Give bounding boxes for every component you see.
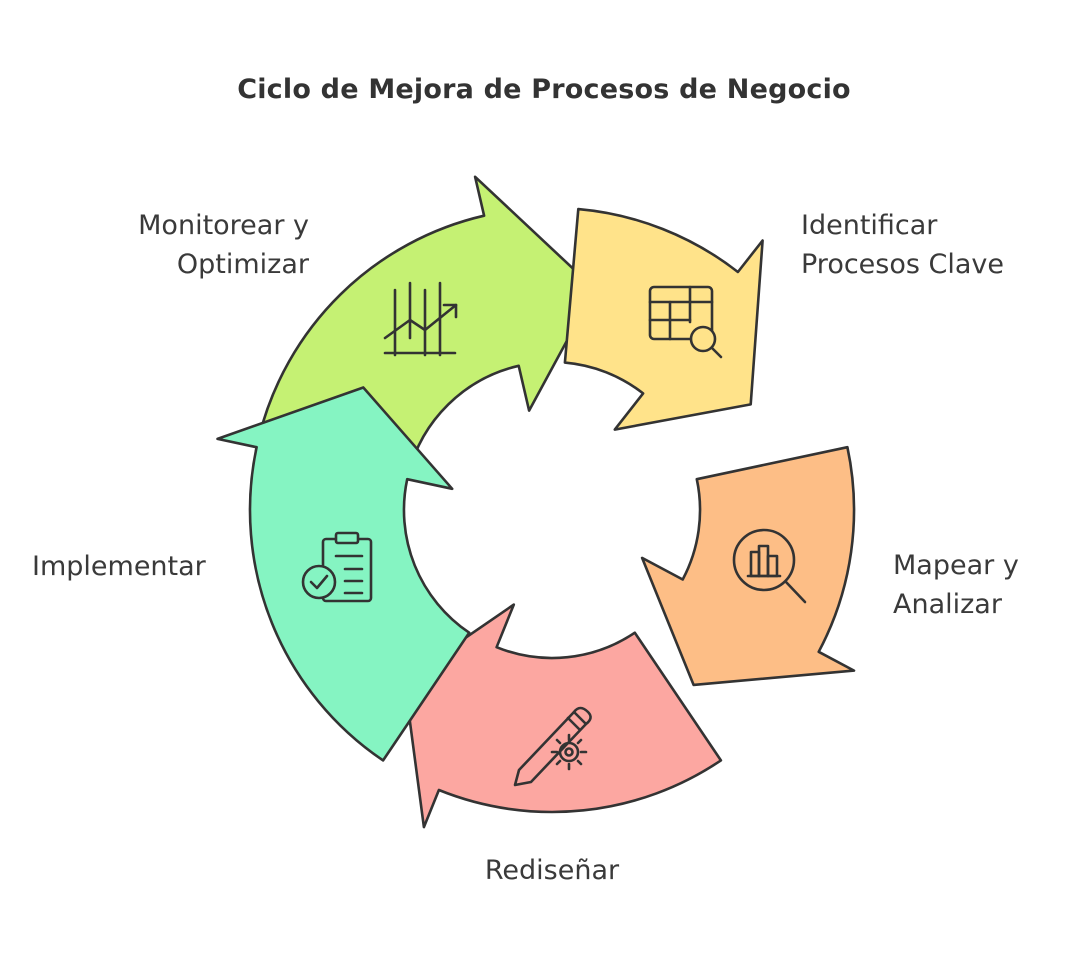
- step-label-redisenar: Rediseñar: [484, 855, 620, 886]
- arrow-implementar: [216, 386, 471, 762]
- table-search-icon: [648, 285, 723, 359]
- arrow-redisenar: [403, 603, 723, 829]
- arrow-mapear: [640, 445, 856, 687]
- pencil-gear-icon: [513, 706, 592, 787]
- magnifier-analysis-icon: [732, 528, 807, 604]
- step-label-mapear: Mapear y Analizar: [893, 550, 1019, 620]
- trend-chart-icon: [383, 281, 458, 357]
- step-label-monitorear: Monitorear y Optimizar: [138, 210, 309, 280]
- step-label-implementar: Implementar: [32, 551, 206, 582]
- step-label-identificar: Identificar Procesos Clave: [801, 210, 1005, 280]
- clipboard-check-icon: [301, 531, 373, 603]
- diagram-title: Ciclo de Mejora de Procesos de Negocio: [237, 74, 851, 105]
